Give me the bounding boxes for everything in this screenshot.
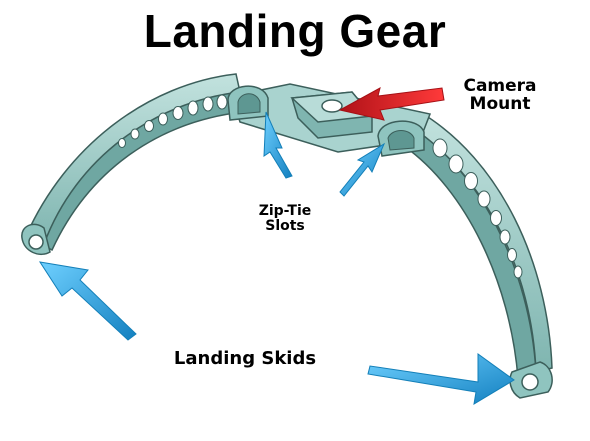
camera-mount-label: Camera Mount bbox=[438, 76, 562, 114]
zip-tie-slots-label-line1: Zip-Tie bbox=[258, 203, 312, 219]
left-arm-top bbox=[25, 73, 241, 246]
camera-mount-label-line2: Mount bbox=[469, 93, 531, 114]
left-skid-clip bbox=[21, 223, 51, 256]
landing-skid-arrow-right bbox=[367, 353, 515, 405]
camera-mount-arrow bbox=[338, 87, 445, 121]
zip-tie-slots-label-line2: Slots bbox=[265, 217, 305, 234]
left-zip-tie-slot bbox=[227, 85, 269, 121]
page-title: Landing Gear bbox=[143, 5, 447, 57]
landing-skids-label: Landing Skids bbox=[173, 348, 317, 369]
zip-tie-slots-label: Zip-Tie Slots bbox=[240, 204, 330, 233]
right-arm-holes bbox=[432, 138, 523, 279]
landing-skid-arrow-left bbox=[38, 261, 137, 341]
zip-tie-arrow-right bbox=[339, 142, 386, 197]
right-zip-tie-slot bbox=[377, 120, 425, 157]
zip-tie-arrow-left bbox=[263, 111, 293, 179]
right-skid-clip bbox=[509, 361, 553, 399]
camera-mount-label-line1: Camera bbox=[463, 76, 537, 96]
left-arm-holes bbox=[118, 94, 228, 148]
